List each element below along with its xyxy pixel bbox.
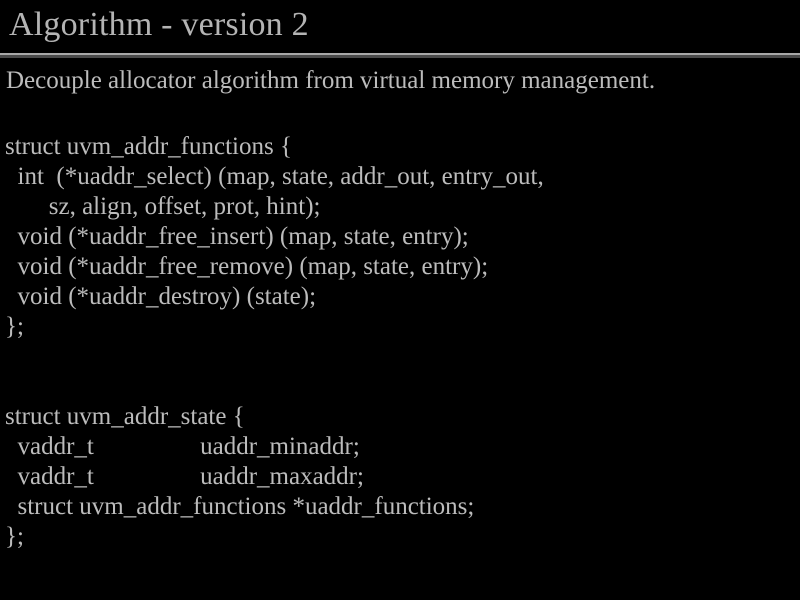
code-listing: struct uvm_addr_functions { int (*uaddr_…: [5, 132, 795, 552]
rule-shadow-line: [0, 55, 800, 58]
code-line: int (*uaddr_select) (map, state, addr_ou…: [5, 163, 544, 190]
code-line: vaddr_t uaddr_maxaddr;: [5, 463, 364, 490]
code-line: };: [5, 523, 24, 550]
code-line: void (*uaddr_free_insert) (map, state, e…: [5, 223, 469, 250]
slide-subtitle: Decouple allocator algorithm from virtua…: [6, 67, 656, 94]
code-line: };: [5, 313, 24, 340]
code-line: void (*uaddr_free_remove) (map, state, e…: [5, 253, 489, 280]
code-line-blank: [5, 342, 795, 372]
slide-body: Decouple allocator algorithm from virtua…: [0, 62, 800, 600]
slide-title: Algorithm - version 2: [9, 6, 309, 43]
code-line: sz, align, offset, prot, hint);: [5, 193, 321, 220]
title-separator-rule: [0, 53, 800, 58]
code-line: struct uvm_addr_state {: [5, 403, 245, 430]
code-line: struct uvm_addr_functions *uaddr_functio…: [5, 493, 475, 520]
rule-highlight-line: [0, 53, 800, 55]
code-line: vaddr_t uaddr_minaddr;: [5, 433, 360, 460]
code-line-blank: [5, 372, 795, 402]
code-line: void (*uaddr_destroy) (state);: [5, 283, 317, 310]
code-line: struct uvm_addr_functions {: [5, 133, 292, 160]
